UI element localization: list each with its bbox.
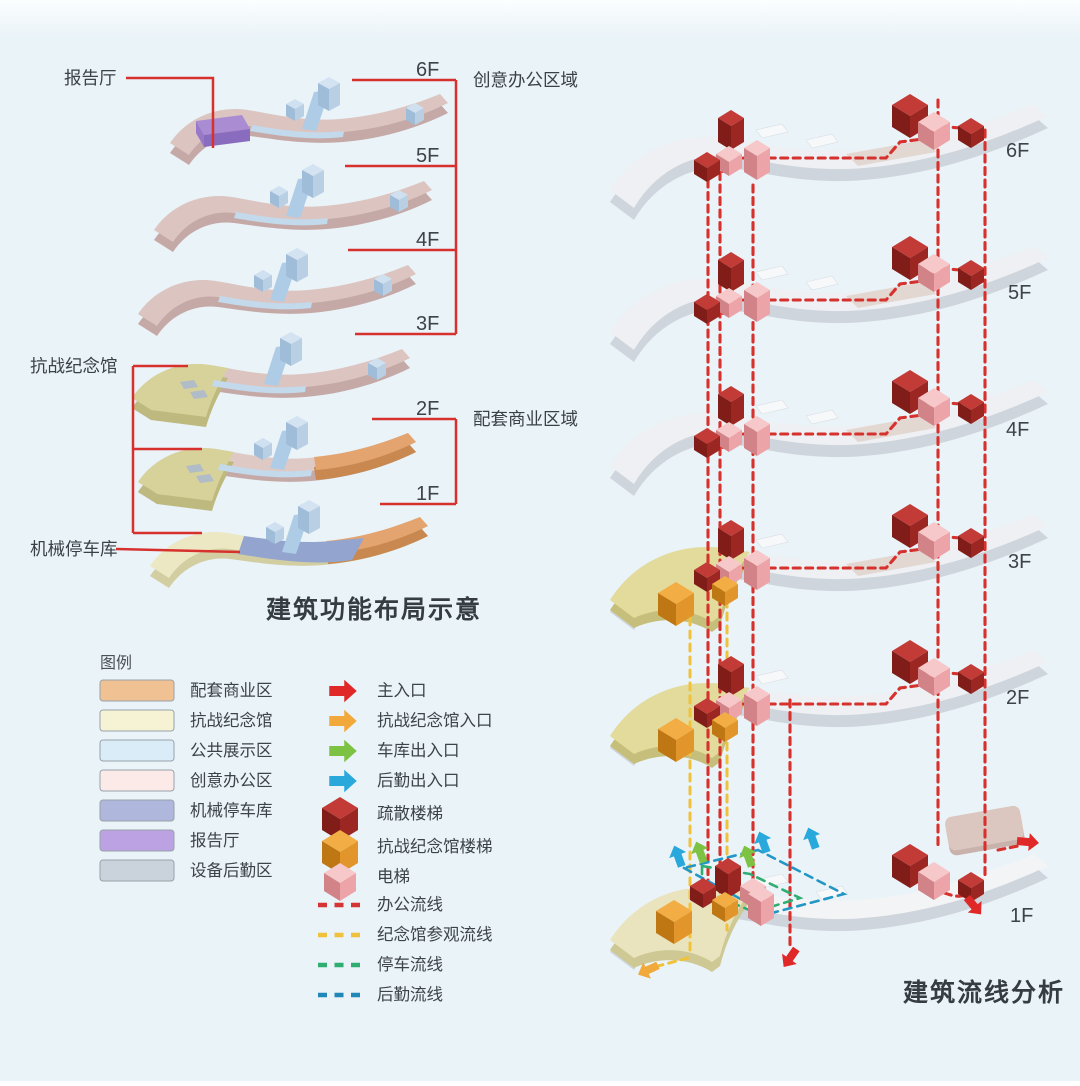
zone-label: 公共展示区 xyxy=(190,741,273,760)
elevator-cube xyxy=(744,550,770,590)
floor-label: 6F xyxy=(1006,140,1029,162)
legend-zones: 配套商业区 抗战纪念馆 公共展示区 创意办公区 机械停车库 报告厅 设备后勤区 xyxy=(99,679,273,882)
left-diagram-title: 建筑功能布局示意 xyxy=(266,595,482,624)
entrance-label: 抗战纪念馆入口 xyxy=(377,710,493,730)
left-floor-labels: 6F 5F 4F 3F 2F 1F xyxy=(416,59,439,505)
floor-label: 3F xyxy=(1008,551,1031,573)
museum-wall xyxy=(180,380,198,389)
stair-label: 电梯 xyxy=(377,867,410,886)
zone-label: 配套商业区 xyxy=(190,681,273,700)
circulation-diagram: 6F 5F 4F 3F 2F 1F 建筑流线分析 xyxy=(610,94,1065,1007)
floor-label: 2F xyxy=(416,398,439,420)
war-memorial-label: 抗战纪念馆 xyxy=(30,356,118,376)
legend-title: 图例 xyxy=(100,654,132,672)
floor-label: 5F xyxy=(1008,282,1031,304)
legend: 图例 配套商业区 抗战纪念馆 公共展示区 创意办公区 机械停车库 报告厅 设备后… xyxy=(99,654,493,1004)
legend-stairs: 疏散楼梯 抗战纪念馆楼梯 电梯 xyxy=(322,797,493,901)
flow-label: 办公流线 xyxy=(377,895,443,914)
flow-label: 纪念馆参观流线 xyxy=(377,924,493,944)
left-floor-6f xyxy=(170,77,448,165)
zone-swatch xyxy=(99,829,175,852)
elevator-cube xyxy=(744,282,770,322)
mechanical-parking-label: 机械停车库 xyxy=(30,539,118,559)
creative-office-area-label: 创意办公区域 xyxy=(473,70,578,90)
floor-label: 4F xyxy=(416,229,439,251)
evac-stair-cube xyxy=(718,386,744,426)
zone-label: 报告厅 xyxy=(190,831,240,850)
evac-stair-cube xyxy=(718,520,744,560)
right-floor-labels: 6F 5F 4F 3F 2F 1F xyxy=(1006,140,1033,927)
zone-swatch xyxy=(99,799,175,822)
zone-swatch xyxy=(99,709,175,732)
entrance-label: 车库出入口 xyxy=(377,741,460,760)
core-box xyxy=(286,248,308,282)
lecture-hall-block xyxy=(196,115,250,147)
evac-stair-cube xyxy=(718,656,744,696)
annotation-lines xyxy=(115,76,458,554)
museum-wall xyxy=(196,474,214,483)
flow-label: 后勤流线 xyxy=(377,985,443,1004)
core-box xyxy=(318,77,340,111)
zone-swatch xyxy=(99,859,175,882)
zone-swatch xyxy=(99,679,175,702)
function-layout-diagram: 6F 5F 4F 3F 2F 1F 报告厅 抗战纪念馆 机械停车库 创意办公区域… xyxy=(30,59,578,624)
museum-wall xyxy=(186,464,204,473)
floor-label: 1F xyxy=(416,483,439,505)
floor-label: 3F xyxy=(416,313,439,335)
core-box xyxy=(280,332,302,366)
evac-stair-cube xyxy=(718,252,744,292)
elevator-cube xyxy=(748,886,774,926)
floor-label: 4F xyxy=(1006,419,1029,441)
stair-label: 疏散楼梯 xyxy=(377,804,443,823)
right-diagram-title: 建筑流线分析 xyxy=(903,978,1065,1007)
zone-swatch xyxy=(99,769,175,792)
floor-label: 6F xyxy=(416,59,439,81)
floor-label: 5F xyxy=(416,145,439,167)
floor-label: 1F xyxy=(1010,905,1033,927)
left-floor-2f xyxy=(138,416,416,511)
zone-label: 创意办公区 xyxy=(190,771,273,790)
elevator-cube xyxy=(744,686,770,726)
museum-wall xyxy=(190,390,208,399)
commercial-area-label: 配套商业区域 xyxy=(473,409,578,429)
zone-label: 机械停车库 xyxy=(190,801,273,820)
entrance-label: 主入口 xyxy=(377,681,427,700)
legend-flows: 办公流线 纪念馆参观流线 停车流线 后勤流线 xyxy=(318,895,493,1004)
left-floor-3f xyxy=(132,332,410,427)
zone-swatch xyxy=(99,739,175,762)
flow-label: 停车流线 xyxy=(377,955,443,974)
core-box xyxy=(298,500,320,534)
stair-label: 抗战纪念馆楼梯 xyxy=(377,836,493,856)
lecture-hall-label: 报告厅 xyxy=(64,68,117,88)
legend-entrances: 主入口 抗战纪念馆入口 车库出入口 后勤出入口 xyxy=(329,679,493,793)
entrance-label: 后勤出入口 xyxy=(377,771,460,790)
zone-label: 设备后勤区 xyxy=(190,861,273,880)
core-box xyxy=(302,164,324,198)
evac-stair-cube xyxy=(718,110,744,150)
elevator-cube xyxy=(744,416,770,456)
core-box xyxy=(286,416,308,450)
evac-stair-cube xyxy=(715,858,741,898)
elevator-cube xyxy=(744,140,770,180)
floor-label: 2F xyxy=(1006,687,1029,709)
zone-label: 抗战纪念馆 xyxy=(190,710,273,730)
